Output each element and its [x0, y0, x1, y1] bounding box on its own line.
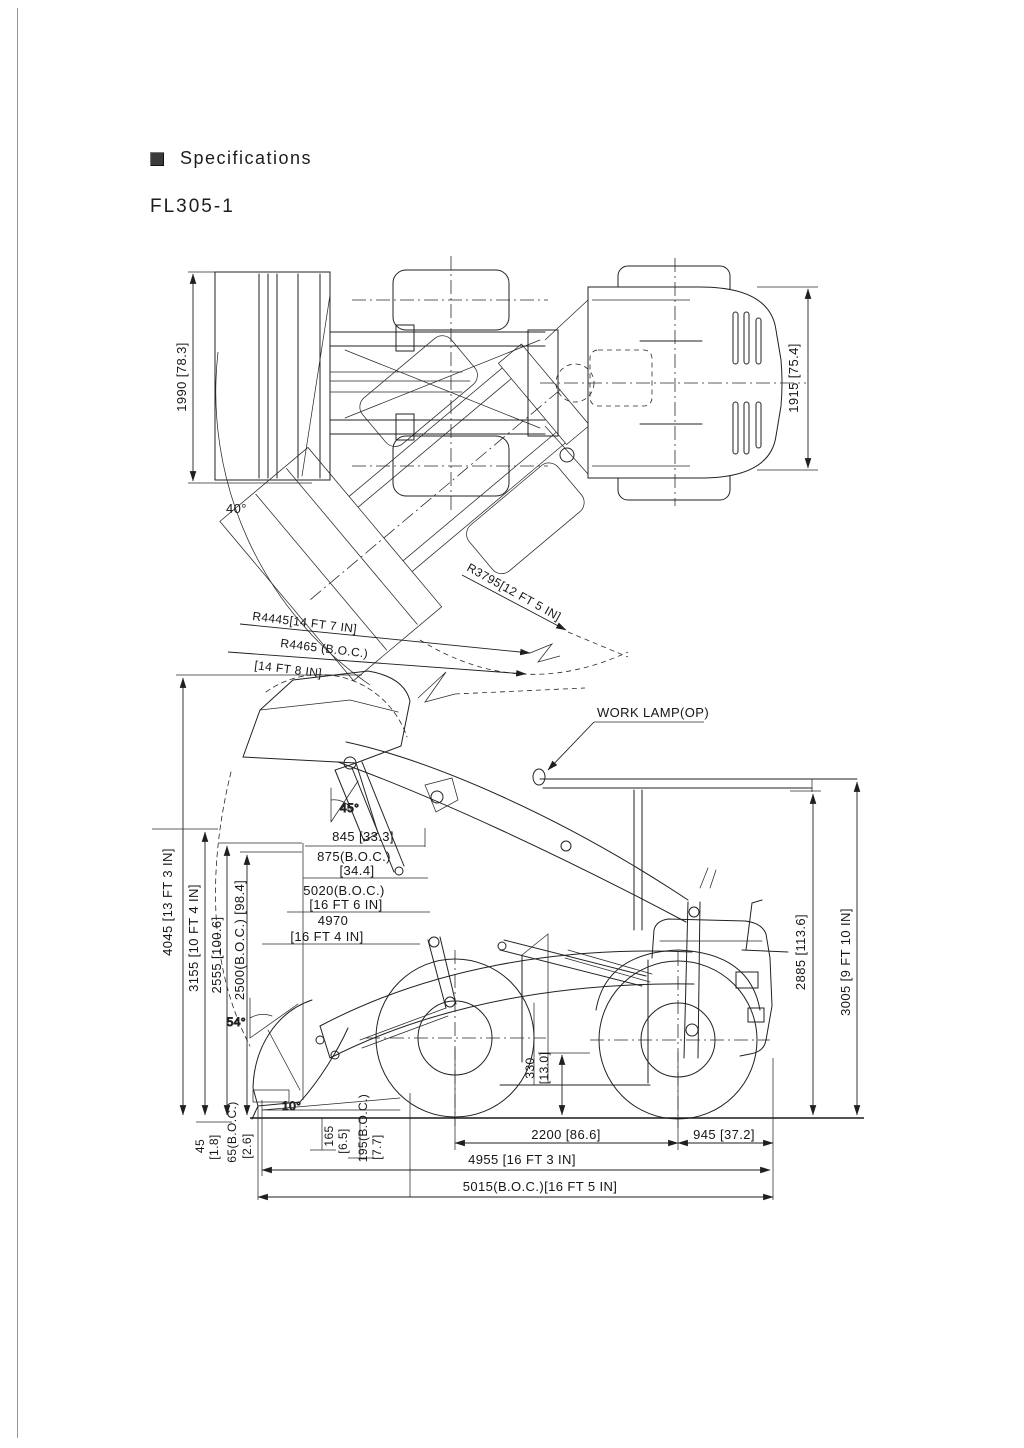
top-view: 1990 [78.3] 1915 [75.4] 40° R4445[14 FT …: [174, 256, 818, 702]
model-designation: FL305-1: [150, 196, 235, 217]
top-view-rear-body: [540, 258, 806, 506]
dim-width-over-body: 1915 [75.4]: [786, 343, 801, 412]
articulated-centerline: [310, 390, 560, 600]
side-view-left-dimensions: 4045 [13 FT 3 IN] 3155 [10 FT 4 IN] 2555…: [152, 675, 362, 1116]
top-view-articulated-position: [219, 298, 629, 693]
page-title: Specifications: [180, 148, 313, 168]
side-view-canopy: WORK LAMP(OP): [533, 705, 857, 930]
side-view-lowered-boom: 54° 10°: [226, 937, 694, 1119]
dim-turning-radius-inner: R3795[12 FT 5 IN]: [465, 560, 564, 623]
side-view: WORK LAMP(OP) 45°: [152, 671, 864, 1201]
page-header: Specifications: [150, 148, 312, 169]
dim-turning-radius-bucket: R4445[14 FT 7 IN]: [252, 609, 358, 636]
top-view-bucket: [215, 272, 330, 480]
dim-ground-clearance: 330: [523, 1057, 537, 1078]
work-lamp: [533, 769, 545, 785]
dim-hinge-pin-height: 3155 [10 FT 4 IN]: [186, 884, 201, 992]
dim-length-raised: 4970: [318, 913, 349, 928]
dim-width-over-bucket: 1990 [78.3]: [174, 342, 189, 411]
dim-dig-depth: 165: [322, 1125, 336, 1146]
dim-overall-length: 4955 [16 FT 3 IN]: [468, 1152, 576, 1167]
dim-dump-reach-boc: 875(B.O.C.): [317, 849, 391, 864]
work-lamp-label: WORK LAMP(OP): [597, 705, 709, 720]
dim-articulation-angle: 40°: [226, 501, 247, 516]
side-view-raised-boom: 45°: [215, 671, 688, 1046]
section-bullet-icon: [150, 151, 164, 166]
top-view-loader-arms: [330, 325, 558, 440]
page-edge-line: [17, 8, 18, 1438]
top-view-front-wheels: [352, 256, 548, 512]
dim-dig-depth-in: [6.5]: [336, 1128, 350, 1153]
dim-dig-depth-boc-in: [7.7]: [370, 1134, 384, 1159]
side-view-bottom-dimensions: 330 [13.0] 2200 [86.6] 945 [37.2] 4955 […: [193, 1048, 774, 1201]
dim-dump-reach: 845 [33.3]: [332, 829, 394, 844]
side-view-machine-body: [500, 868, 788, 1085]
dim-rollback-angle: 54°: [227, 1015, 246, 1029]
dim-overall-height: 4045 [13 FT 3 IN]: [160, 848, 175, 956]
dim-turning-radius-boc-in: [14 FT 8 IN]: [254, 658, 323, 680]
dim-rear-overhang: 945 [37.2]: [693, 1127, 755, 1142]
dim-wheelbase: 2200 [86.6]: [531, 1127, 600, 1142]
dim-ground-clearance-in: [13.0]: [537, 1052, 551, 1084]
dim-edge-height: 45: [193, 1139, 207, 1153]
dim-dump-clearance: 2555 [100.6]: [209, 916, 224, 993]
dim-canopy-height: 2885 [113.6]: [793, 914, 808, 990]
dim-dump-angle: 45°: [340, 801, 359, 815]
dim-bucket-level-angle: 10°: [282, 1099, 301, 1113]
dim-edge-height-boc-in: [2.6]: [240, 1133, 254, 1158]
side-view-wheels: [366, 950, 770, 1128]
dim-edge-height-boc: 65(B.O.C.): [225, 1101, 239, 1162]
dim-length-raised-boc-in: [16 FT 6 IN]: [309, 897, 382, 912]
dim-dump-reach-boc-in: [34.4]: [340, 863, 375, 878]
side-view-reach-length-dimensions: 845 [33.3] 875(B.O.C.) [34.4] 5020(B.O.C…: [262, 828, 430, 1100]
dim-edge-height-in: [1.8]: [207, 1134, 221, 1159]
dim-lamp-height: 3005 [9 FT 10 IN]: [838, 908, 853, 1016]
side-view-right-dimensions: 2885 [113.6] 3005 [9 FT 10 IN]: [790, 781, 861, 1116]
dim-dump-clearance-boc: 2500(B.O.C.) [98.4]: [232, 880, 247, 1000]
dim-length-raised-boc: 5020(B.O.C.): [303, 883, 384, 898]
dim-length-raised-in: [16 FT 4 IN]: [290, 929, 363, 944]
dim-overall-length-boc: 5015(B.O.C.)[16 FT 5 IN]: [463, 1179, 618, 1194]
dim-dig-depth-boc: 195(B.O.C.): [356, 1094, 370, 1162]
